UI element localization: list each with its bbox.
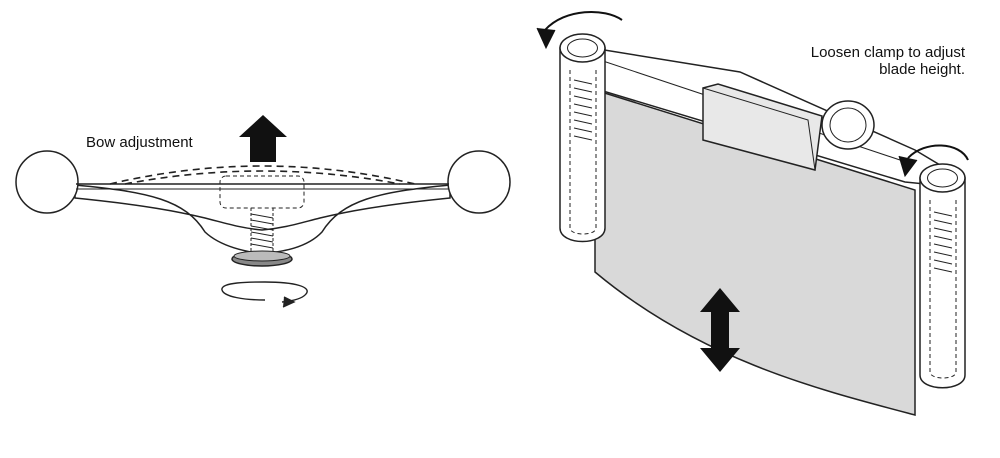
right-post: [919, 163, 966, 389]
double-arrow-icon: [700, 288, 740, 372]
bow-tool-right-knob: [447, 150, 511, 214]
left-post: [559, 33, 606, 243]
rotation-arrow-icon: [536, 11, 623, 50]
clamp-instruction-line1: Loosen clamp to adjust: [810, 44, 965, 61]
bow-adjustment-label: Bow adjustment: [86, 134, 193, 151]
bow-tool: [15, 150, 511, 267]
bow-tool-left-knob: [15, 150, 79, 214]
clamp-block: [702, 83, 823, 171]
up-arrow-icon: [239, 115, 287, 162]
bow-tool-body: [74, 184, 451, 255]
blade-holder: [559, 33, 966, 416]
rotation-arrow-icon: [221, 281, 308, 308]
rotation-arrow-icon: [898, 144, 969, 178]
clamp-instruction-label: Loosen clamp to adjust blade height.: [740, 44, 965, 78]
bow-screw: [250, 208, 274, 252]
bow-curve: [109, 165, 416, 185]
clamp-instruction-line2: blade height.: [879, 61, 965, 78]
blade: [594, 88, 916, 416]
